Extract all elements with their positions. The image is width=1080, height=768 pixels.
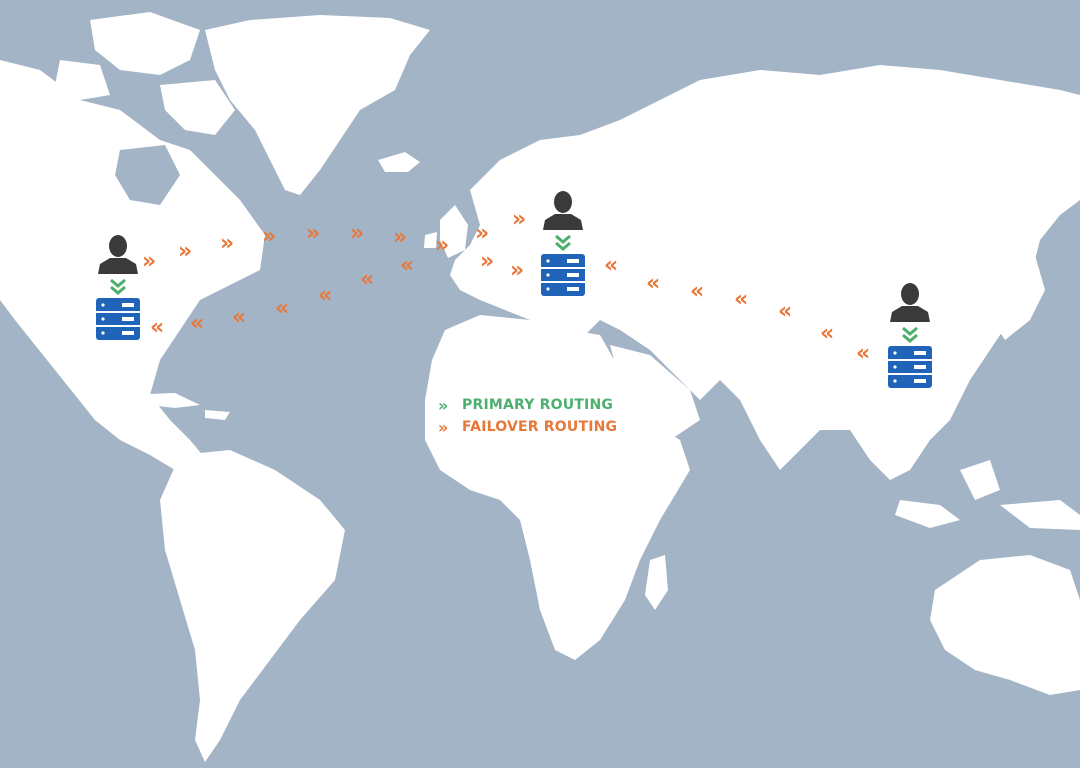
node-europe	[541, 191, 585, 296]
routing-legend: » PRIMARY ROUTING » FAILOVER ROUTING	[438, 394, 617, 438]
failover-chevron: »	[220, 231, 234, 256]
failover-chevron: »	[435, 233, 449, 258]
australia	[930, 555, 1080, 695]
double-chevron-down-icon	[110, 278, 126, 295]
server-stack-icon	[96, 298, 140, 340]
failover-chevron: »	[475, 221, 489, 246]
failover-chevron: «	[190, 311, 204, 336]
double-chevron-down-icon	[555, 234, 571, 251]
user-silhouette-icon	[98, 235, 138, 274]
failover-chevron-icon: »	[438, 417, 448, 437]
madagascar	[645, 555, 668, 610]
primary-chevron-icon: »	[438, 395, 448, 415]
south-america	[160, 450, 345, 762]
failover-chevron: «	[360, 267, 374, 292]
africa	[425, 315, 690, 660]
failover-chevron: «	[318, 283, 332, 308]
legend-primary-label: PRIMARY ROUTING	[462, 397, 614, 413]
failover-chevron: »	[510, 258, 524, 283]
failover-chevron: «	[232, 305, 246, 330]
great-britain	[424, 205, 468, 258]
failover-chevron: «	[275, 296, 289, 321]
failover-chevron: «	[820, 321, 834, 346]
failover-chevron: »	[142, 249, 156, 274]
failover-chevron: «	[856, 341, 870, 366]
hudson-bay	[115, 145, 180, 205]
server-stack-icon	[541, 254, 585, 296]
failover-chevron: «	[778, 299, 792, 324]
failover-chevron: »	[306, 221, 320, 246]
iceland	[378, 152, 420, 172]
user-silhouette-icon	[543, 191, 583, 230]
failover-chevron: «	[734, 287, 748, 312]
failover-chevron: «	[604, 253, 618, 278]
arctic-islands	[55, 12, 235, 135]
node-americas	[96, 235, 140, 340]
failover-chevron: »	[480, 249, 494, 274]
failover-chevron: »	[262, 224, 276, 249]
arabia	[610, 345, 700, 440]
failover-chevron: »	[350, 221, 364, 246]
legend-primary: » PRIMARY ROUTING	[438, 394, 617, 416]
caribbean	[125, 393, 230, 420]
failover-chevron: «	[400, 253, 414, 278]
se-asia-islands	[895, 460, 1080, 530]
failover-chevron: «	[150, 315, 164, 340]
greenland	[205, 15, 430, 195]
legend-failover: » FAILOVER ROUTING	[438, 416, 617, 438]
failover-chevron: «	[646, 271, 660, 296]
legend-failover-label: FAILOVER ROUTING	[462, 419, 618, 435]
node-asia	[888, 283, 932, 388]
failover-chevron: »	[512, 207, 526, 232]
double-chevron-down-icon	[902, 326, 918, 343]
failover-chevron: «	[690, 279, 704, 304]
server-stack-icon	[888, 346, 932, 388]
japan	[995, 255, 1045, 340]
failover-chevron: »	[178, 239, 192, 264]
failover-route: » » » » » » » » » » » » « « « « « « « « …	[142, 207, 870, 366]
failover-chevron: »	[393, 225, 407, 250]
user-silhouette-icon	[890, 283, 930, 322]
